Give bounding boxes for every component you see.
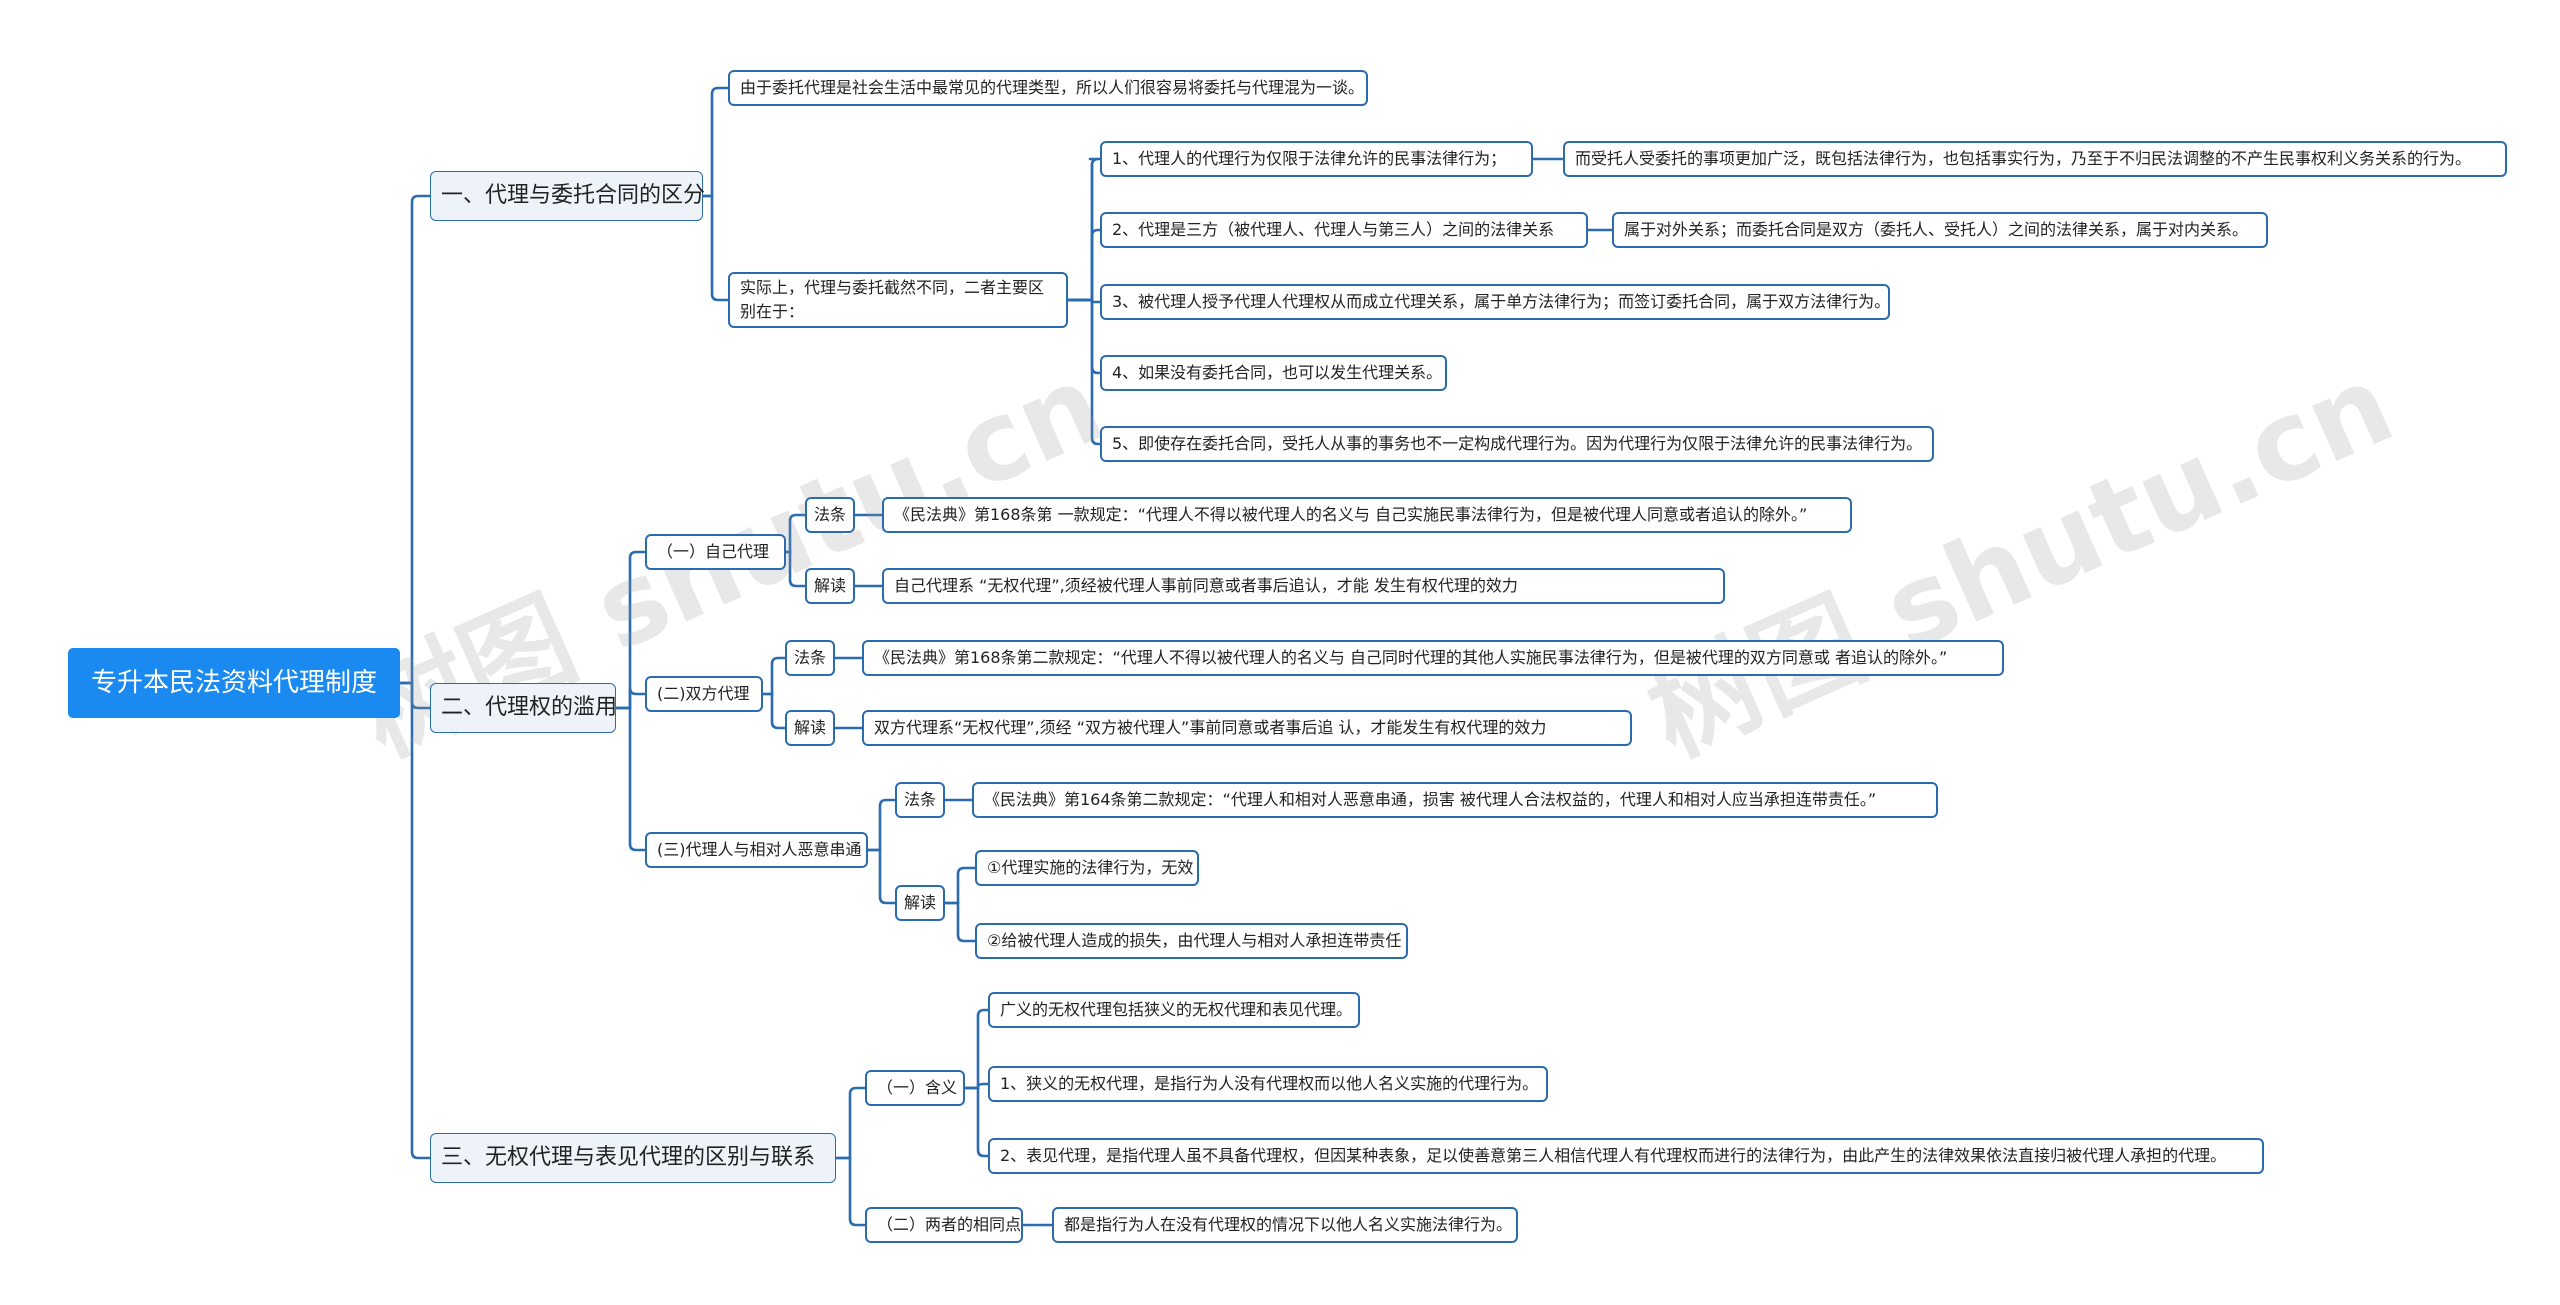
s2-dual-agency[interactable]: (二)双方代理: [645, 676, 763, 712]
s2-dual-agency-interp-tag[interactable]: 解读: [785, 710, 835, 746]
s2-self-dealing[interactable]: （一）自己代理: [645, 534, 786, 570]
s1-difference-node[interactable]: 实际上，代理与委托截然不同，二者主要区别在于：: [728, 272, 1068, 328]
s2-self-dealing-law-tag[interactable]: 法条: [805, 497, 855, 533]
s1-point-2[interactable]: 2、代理是三方（被代理人、代理人与第三人）之间的法律关系: [1100, 212, 1588, 248]
s2-dual-agency-law-tag[interactable]: 法条: [785, 640, 835, 676]
s2-collusion-law[interactable]: 《民法典》第164条第二款规定：“代理人和相对人恶意串通，损害 被代理人合法权益…: [972, 782, 1938, 818]
s1-intro-node[interactable]: 由于委托代理是社会生活中最常见的代理类型，所以人们很容易将委托与代理混为一谈。: [728, 70, 1368, 106]
s3-meaning-narrow[interactable]: 1、狭义的无权代理，是指行为人没有代理权而以他人名义实施的代理行为。: [988, 1066, 1548, 1102]
s2-self-dealing-interp-tag[interactable]: 解读: [805, 568, 855, 604]
topic-agency-vs-mandate[interactable]: 一、代理与委托合同的区分: [430, 171, 705, 221]
s2-collusion[interactable]: (三)代理人与相对人恶意串通: [645, 832, 868, 868]
topic-abuse-of-agency[interactable]: 二、代理权的滥用: [430, 683, 617, 733]
s1-point-1[interactable]: 1、代理人的代理行为仅限于法律允许的民事法律行为；: [1100, 141, 1533, 177]
s2-collusion-interp-1[interactable]: ①代理实施的法律行为，无效: [975, 850, 1199, 886]
s1-point-1-note[interactable]: 而受托人受委托的事项更加广泛，既包括法律行为，也包括事实行为，乃至于不归民法调整…: [1563, 141, 2507, 177]
s1-point-5[interactable]: 5、即使存在委托合同，受托人从事的事务也不一定构成代理行为。因为代理行为仅限于法…: [1100, 426, 1934, 462]
s1-point-2-note[interactable]: 属于对外关系；而委托合同是双方（委托人、受托人）之间的法律关系，属于对内关系。: [1612, 212, 2268, 248]
s2-collusion-interp-2[interactable]: ②给被代理人造成的损失，由代理人与相对人承担连带责任: [975, 923, 1408, 959]
topic-unauthorized-vs-apparent[interactable]: 三、无权代理与表见代理的区别与联系: [430, 1133, 836, 1183]
s1-point-4[interactable]: 4、如果没有委托合同，也可以发生代理关系。: [1100, 355, 1447, 391]
s1-point-3[interactable]: 3、被代理人授予代理人代理权从而成立代理关系，属于单方法律行为；而签订委托合同，…: [1100, 284, 1890, 320]
s3-common-points[interactable]: （二）两者的相同点: [865, 1207, 1023, 1243]
s3-meaning[interactable]: （一）含义: [865, 1070, 965, 1106]
s2-collusion-interp-tag[interactable]: 解读: [895, 885, 945, 921]
s3-meaning-broad[interactable]: 广义的无权代理包括狭义的无权代理和表见代理。: [988, 992, 1360, 1028]
s2-collusion-law-tag[interactable]: 法条: [895, 782, 945, 818]
root-topic[interactable]: 专升本民法资料代理制度: [68, 648, 400, 718]
s2-dual-agency-interp[interactable]: 双方代理系“无权代理”,须经 “双方被代理人”事前同意或者事后追 认，才能发生有…: [862, 710, 1632, 746]
s3-meaning-apparent[interactable]: 2、表见代理，是指代理人虽不具备代理权，但因某种表象，足以使善意第三人相信代理人…: [988, 1138, 2264, 1174]
s2-dual-agency-law[interactable]: 《民法典》第168条第二款规定：“代理人不得以被代理人的名义与 自己同时代理的其…: [862, 640, 2004, 676]
s3-common-text[interactable]: 都是指行为人在没有代理权的情况下以他人名义实施法律行为。: [1052, 1207, 1518, 1243]
s2-self-dealing-interp[interactable]: 自己代理系 “无权代理”,须经被代理人事前同意或者事后追认，才能 发生有权代理的…: [882, 568, 1725, 604]
s2-self-dealing-law[interactable]: 《民法典》第168条第 一款规定：“代理人不得以被代理人的名义与 自己实施民事法…: [882, 497, 1852, 533]
